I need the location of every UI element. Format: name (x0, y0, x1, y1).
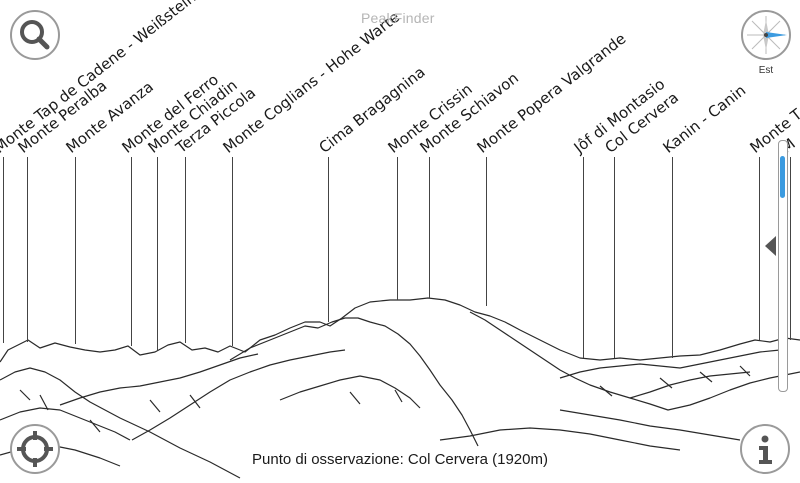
ridge-left-2 (59, 353, 259, 406)
peak-marker-line (232, 157, 233, 346)
peak-marker-line (3, 157, 4, 343)
ridge-left-3 (0, 407, 131, 441)
chevron-left-icon[interactable] (765, 236, 776, 256)
peak-marker-line (790, 157, 791, 340)
ridge-bottom-right-2 (559, 409, 741, 441)
ridge-bottom-right (439, 427, 681, 451)
observation-point-label: Punto di osservazione: Col Cervera (1920… (252, 451, 548, 468)
compass-button[interactable] (741, 10, 791, 60)
zoom-scrollbar-track[interactable] (778, 140, 788, 392)
ridge-far (0, 297, 800, 363)
peak-marker-line (157, 157, 158, 350)
zoom-scrollbar-thumb[interactable] (780, 156, 785, 198)
search-icon (20, 20, 50, 50)
peak-marker-line (27, 157, 28, 342)
ridge-central (229, 317, 479, 447)
peak-marker-line (429, 157, 430, 298)
ridge-left-1 (0, 367, 241, 479)
peak-marker-line (486, 157, 487, 306)
crosshair-icon (17, 431, 53, 467)
peak-marker-line (185, 157, 186, 343)
rock-detail (19, 365, 751, 433)
ridge-mid-2 (279, 375, 421, 409)
search-button[interactable] (10, 10, 60, 60)
ridge-right-2 (559, 349, 781, 379)
ridge-right-3 (629, 371, 751, 399)
ridge-mid-1 (131, 349, 346, 441)
compass-direction-label: Est (758, 65, 774, 76)
peak-marker-line (759, 157, 760, 340)
peak-marker-line (614, 157, 615, 358)
locate-button[interactable] (10, 424, 60, 474)
peak-marker-line (75, 157, 76, 344)
compass-icon (747, 16, 787, 54)
app-title: PeakFinder (361, 10, 435, 26)
info-icon (759, 435, 772, 464)
info-button[interactable] (740, 424, 790, 474)
peak-marker-line (583, 157, 584, 358)
peak-marker-line (672, 157, 673, 358)
ridge-right (469, 311, 800, 411)
peak-marker-line (328, 157, 329, 322)
peak-marker-line (131, 157, 132, 346)
peak-marker-line (397, 157, 398, 300)
compass-needle (766, 32, 787, 38)
